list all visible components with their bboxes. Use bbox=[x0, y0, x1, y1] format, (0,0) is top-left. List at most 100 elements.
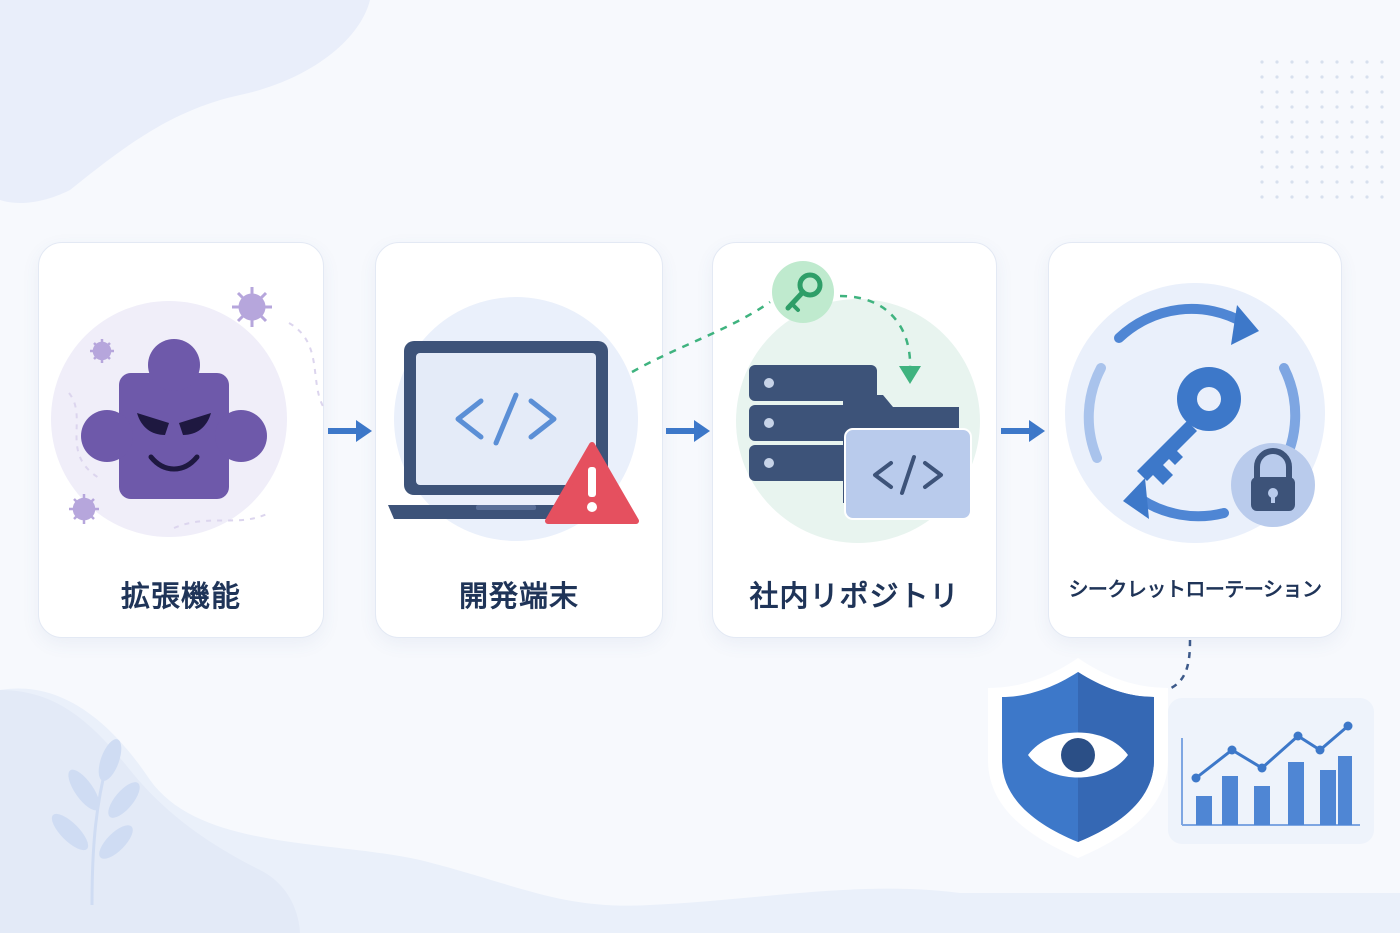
step-label-internal-repo: 社内リポジトリ bbox=[749, 579, 960, 613]
grid-dot bbox=[1350, 150, 1354, 154]
grid-dot bbox=[1380, 75, 1384, 79]
grid-dot bbox=[1380, 180, 1384, 184]
grid-dot bbox=[1290, 75, 1294, 79]
grid-dot bbox=[1260, 105, 1264, 109]
grid-dot bbox=[1365, 165, 1369, 169]
grid-dot bbox=[1350, 195, 1354, 199]
grid-dot bbox=[1320, 135, 1324, 139]
grid-dot bbox=[1305, 180, 1309, 184]
grid-dot bbox=[1275, 75, 1279, 79]
grid-dot bbox=[1290, 120, 1294, 124]
grid-dot bbox=[1380, 60, 1384, 64]
grid-dot bbox=[1305, 105, 1309, 109]
step-card-secret-rotation: シークレットローテーション bbox=[1048, 242, 1342, 638]
bottom-left-blob bbox=[0, 690, 300, 933]
dot-grid-decoration bbox=[1260, 60, 1384, 199]
flow-arrow-icon bbox=[328, 420, 372, 442]
grid-dot bbox=[1365, 195, 1369, 199]
key-rotation-lock-icon bbox=[1065, 283, 1325, 543]
grid-dot bbox=[1380, 120, 1384, 124]
grid-dot bbox=[1305, 90, 1309, 94]
step-label-secret-rotation: シークレットローテーション bbox=[1068, 577, 1322, 601]
grid-dot bbox=[1335, 150, 1339, 154]
grid-dot bbox=[1275, 165, 1279, 169]
grid-dot bbox=[1335, 105, 1339, 109]
step-card-internal-repo: 社内リポジトリ bbox=[712, 242, 997, 638]
grid-dot bbox=[1380, 150, 1384, 154]
key-icon bbox=[1137, 367, 1241, 485]
grid-dot bbox=[1380, 135, 1384, 139]
grid-dot bbox=[1290, 180, 1294, 184]
grid-dot bbox=[1305, 165, 1309, 169]
grid-dot bbox=[1275, 90, 1279, 94]
code-brackets-icon bbox=[455, 392, 557, 446]
grid-dot bbox=[1275, 135, 1279, 139]
grid-dot bbox=[1350, 60, 1354, 64]
grid-dot bbox=[1305, 60, 1309, 64]
rotation-arrowhead bbox=[1123, 478, 1149, 519]
puzzle-piece bbox=[81, 339, 267, 499]
grid-dot bbox=[1365, 135, 1369, 139]
grid-dot bbox=[1350, 90, 1354, 94]
virus-icon bbox=[232, 287, 272, 327]
grid-dot bbox=[1335, 135, 1339, 139]
grid-dot bbox=[1290, 150, 1294, 154]
laptop-code-warning-icon bbox=[388, 297, 639, 541]
grid-dot bbox=[1260, 150, 1264, 154]
server-folder-icon bbox=[736, 299, 980, 543]
grid-dot bbox=[1260, 60, 1264, 64]
grid-dot bbox=[1365, 75, 1369, 79]
lock-icon bbox=[1231, 443, 1315, 527]
grid-dot bbox=[1260, 75, 1264, 79]
grid-dot bbox=[1320, 195, 1324, 199]
grid-dot bbox=[1380, 195, 1384, 199]
grid-dot bbox=[1290, 165, 1294, 169]
grid-dot bbox=[1365, 150, 1369, 154]
grid-dot bbox=[1305, 150, 1309, 154]
grid-dot bbox=[1350, 75, 1354, 79]
rotation-arrowhead bbox=[1231, 305, 1259, 345]
grid-dot bbox=[1260, 180, 1264, 184]
grid-dot bbox=[1320, 165, 1324, 169]
step-card-dev-machine: 開発端末 bbox=[375, 242, 663, 638]
grid-dot bbox=[1290, 90, 1294, 94]
grid-dot bbox=[1320, 60, 1324, 64]
grid-dot bbox=[1290, 135, 1294, 139]
grid-dot bbox=[1320, 105, 1324, 109]
grid-dot bbox=[1335, 60, 1339, 64]
grid-dot bbox=[1320, 120, 1324, 124]
grid-dot bbox=[1350, 105, 1354, 109]
grid-dot bbox=[1275, 180, 1279, 184]
grid-dot bbox=[1365, 120, 1369, 124]
grid-dot bbox=[1335, 180, 1339, 184]
grid-dot bbox=[1260, 90, 1264, 94]
grid-dot bbox=[1380, 105, 1384, 109]
grid-dot bbox=[1305, 120, 1309, 124]
grid-dot bbox=[1335, 75, 1339, 79]
grid-dot bbox=[1260, 135, 1264, 139]
malicious-puzzle-icon bbox=[51, 287, 325, 537]
step-label-extension: 拡張機能 bbox=[120, 579, 241, 613]
grid-dot bbox=[1305, 75, 1309, 79]
grid-dot bbox=[1380, 90, 1384, 94]
step-card-extension: 拡張機能 bbox=[38, 242, 325, 638]
grid-dot bbox=[1320, 150, 1324, 154]
grid-dot bbox=[1260, 120, 1264, 124]
angry-face bbox=[137, 413, 211, 472]
grid-dot bbox=[1290, 195, 1294, 199]
top-left-blob bbox=[0, 0, 370, 203]
grid-dot bbox=[1305, 135, 1309, 139]
grid-dot bbox=[1305, 195, 1309, 199]
grid-dot bbox=[1365, 60, 1369, 64]
grid-dot bbox=[1275, 195, 1279, 199]
grid-dot bbox=[1290, 105, 1294, 109]
leaf-decoration bbox=[51, 739, 140, 906]
grid-dot bbox=[1350, 135, 1354, 139]
grid-dot bbox=[1350, 165, 1354, 169]
grid-dot bbox=[1350, 120, 1354, 124]
grid-dot bbox=[1275, 105, 1279, 109]
grid-dot bbox=[1275, 150, 1279, 154]
grid-dot bbox=[1320, 90, 1324, 94]
grid-dot bbox=[1365, 180, 1369, 184]
